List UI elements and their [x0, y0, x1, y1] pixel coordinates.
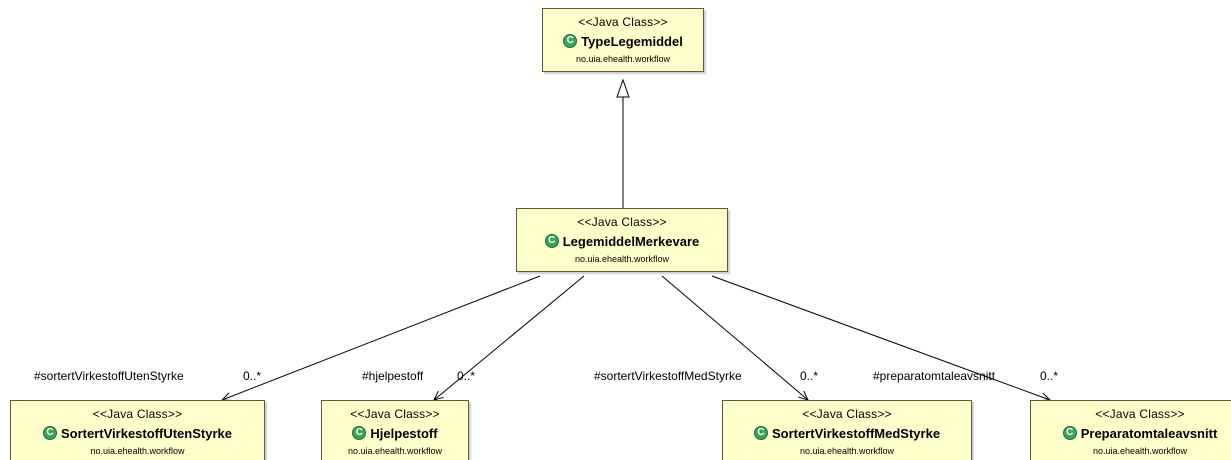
package-name: no.uia.ehealth.workflow: [575, 54, 671, 64]
stereotype-label: <<Java Class>>: [578, 15, 668, 29]
class-icon: C: [563, 34, 578, 48]
class-name: Preparatomtaleavsnitt: [1080, 425, 1218, 441]
package-name: no.uia.ehealth.workflow: [90, 446, 185, 456]
class-name: SortertVirkestoffUtenStyrke: [61, 425, 232, 441]
class-box-legemiddelmerkevare[interactable]: <<Java Class>> C LegemiddelMerkevare no.…: [516, 208, 728, 272]
generalization-arrowhead: [616, 78, 630, 98]
stereotype-label: <<Java Class>>: [92, 407, 183, 421]
class-icon: C: [753, 426, 768, 440]
multiplicity-label: 0..*: [243, 369, 262, 383]
package-name: no.uia.ehealth.workflow: [1092, 446, 1188, 456]
class-icon: C: [544, 234, 559, 248]
class-name: TypeLegemiddel: [581, 33, 683, 49]
association-prep-line: [711, 275, 1051, 401]
class-box-sortertvirkestoffutenstyrke[interactable]: <<Java Class>> C SortertVirkestoffUtenSt…: [10, 400, 265, 460]
class-icon: C: [352, 426, 367, 440]
association-hjelp-line: [433, 275, 585, 401]
association-uten-line: [221, 275, 541, 401]
stereotype-label: <<Java Class>>: [350, 407, 440, 421]
multiplicity-label: 0..*: [457, 369, 476, 383]
class-box-hjelpestoff[interactable]: <<Java Class>> C Hjelpestoff no.uia.ehea…: [321, 400, 469, 460]
role-label-hjelpestoff: #hjelpestoff: [362, 369, 424, 383]
class-box-preparatomtaleavsnitt[interactable]: <<Java Class>> C Preparatomtaleavsnitt n…: [1030, 400, 1231, 460]
association-med-line: [661, 275, 809, 401]
role-label-preparatomtaleavsnitt: #preparatomtaleavsnitt: [873, 369, 996, 383]
package-name: no.uia.ehealth.workflow: [799, 446, 895, 456]
role-label-sortertvirkestoffmedstyrke: #sortertVirkestoffMedStyrke: [594, 369, 742, 383]
stereotype-label: <<Java Class>>: [1095, 407, 1185, 421]
stereotype-label: <<Java Class>>: [577, 215, 667, 229]
stereotype-label: <<Java Class>>: [802, 407, 892, 421]
class-box-typelegemiddel[interactable]: <<Java Class>> C TypeLegemiddel no.uia.e…: [542, 8, 704, 72]
class-name: LegemiddelMerkevare: [562, 233, 700, 249]
class-box-sortertvirkestoffmedstyrke[interactable]: <<Java Class>> C SortertVirkestoffMedSty…: [722, 400, 972, 460]
class-icon: C: [43, 426, 57, 440]
class-icon: C: [1062, 426, 1077, 440]
class-name: Hjelpestoff: [370, 425, 438, 441]
package-name: no.uia.ehealth.workflow: [347, 446, 443, 456]
package-name: no.uia.ehealth.workflow: [574, 254, 670, 264]
multiplicity-label: 0..*: [800, 369, 819, 383]
multiplicity-label: 0..*: [1040, 369, 1059, 383]
role-label-sortertvirkestoffutenstyrke: #sortertVirkestoffUtenStyrke: [34, 369, 184, 383]
class-name: SortertVirkestoffMedStyrke: [771, 425, 941, 441]
